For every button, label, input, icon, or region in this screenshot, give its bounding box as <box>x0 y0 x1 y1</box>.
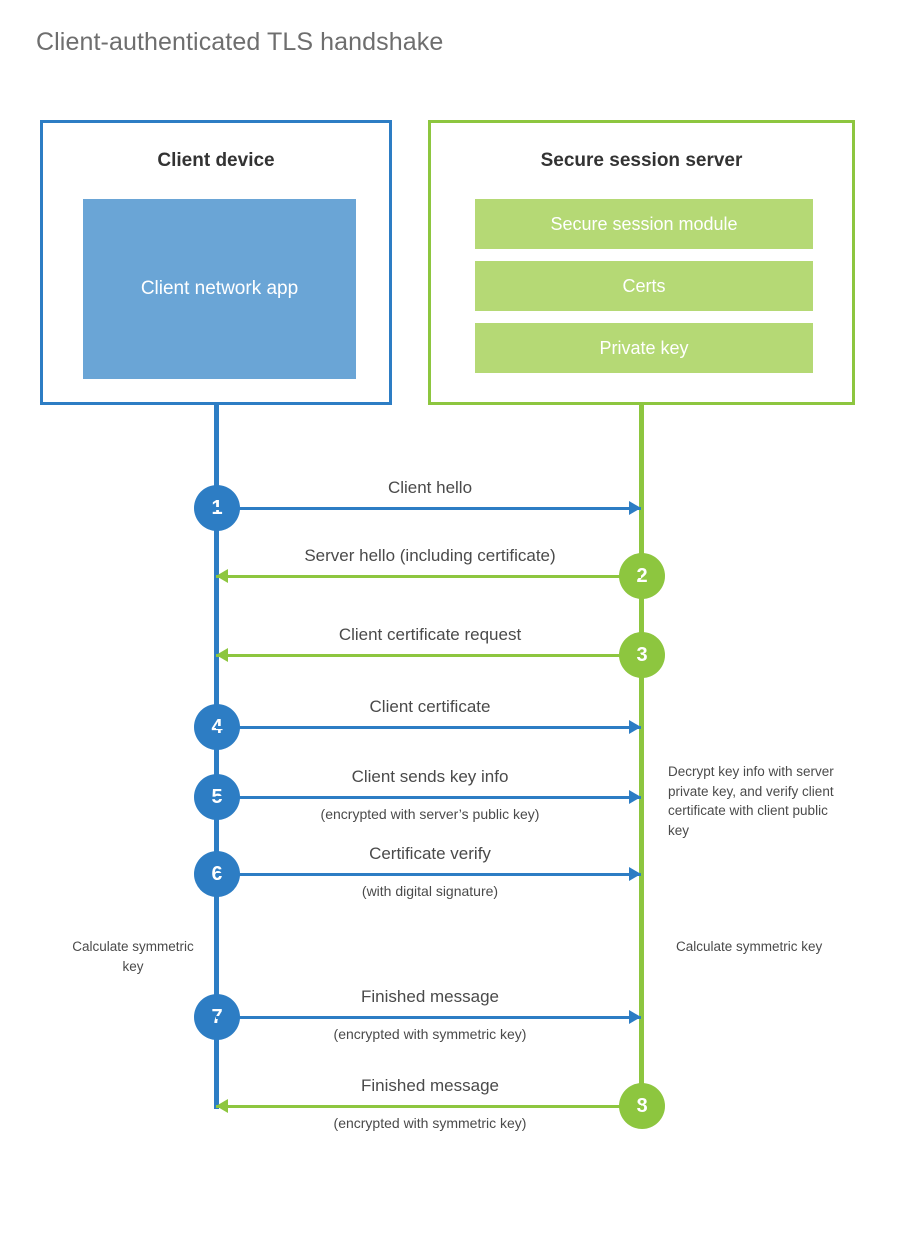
message-arrow-head <box>629 720 641 734</box>
note-decrypt-key-info: Decrypt key info with server private key… <box>668 764 834 838</box>
message-arrow-head <box>629 790 641 804</box>
message-arrow-line <box>216 1105 641 1108</box>
note-calculate-symmetric-key-client: Calculate symmetric key <box>72 939 194 974</box>
client-network-app: Client network app <box>83 199 356 379</box>
message-label: Client certificate <box>369 697 491 716</box>
client-device-title: Client device <box>157 150 275 171</box>
message-arrow-head <box>629 1010 641 1024</box>
client-lifeline <box>214 403 219 1109</box>
message-sublabel: (encrypted with symmetric key) <box>333 1026 527 1042</box>
message-sublabel: (encrypted with symmetric key) <box>333 1115 527 1131</box>
secure-session-server-title: Secure session server <box>540 150 743 171</box>
message-label: Certificate verify <box>369 844 491 863</box>
message-arrow-head <box>216 648 228 662</box>
message-arrow-line <box>216 507 641 510</box>
message-label: Finished message <box>361 1076 499 1095</box>
message-arrow-line <box>216 575 641 578</box>
message-label: Client certificate request <box>338 625 522 644</box>
message-arrow-line <box>216 873 641 876</box>
message-arrow-head <box>216 569 228 583</box>
step-number-badge: 2 <box>619 553 665 599</box>
client-device-box: Client device Client network app <box>40 120 392 405</box>
message-label: Finished message <box>361 987 499 1006</box>
note-calculate-symmetric-key-server: Calculate symmetric key <box>676 939 823 954</box>
secure-session-server-box: Secure session server Secure session mod… <box>428 120 855 405</box>
message-label: Client hello <box>387 478 473 497</box>
message-label: Client sends key info <box>351 767 509 786</box>
message-arrow-head <box>629 501 641 515</box>
message-arrow-line <box>216 1016 641 1019</box>
message-label: Server hello (including certificate) <box>304 546 556 565</box>
message-arrow-line <box>216 726 641 729</box>
server-module-item: Secure session module <box>475 199 813 249</box>
step-number-badge: 8 <box>619 1083 665 1129</box>
message-arrow-head <box>629 867 641 881</box>
message-arrow-line <box>216 796 641 799</box>
message-arrow-line <box>216 654 641 657</box>
server-module-item: Certs <box>475 261 813 311</box>
message-sublabel: (with digital signature) <box>361 883 499 899</box>
page-title: Client-authenticated TLS handshake <box>36 28 444 56</box>
message-sublabel: (encrypted with server’s public key) <box>320 806 540 822</box>
server-lifeline <box>639 403 644 1106</box>
server-modules-list: Secure session module Certs Private key <box>475 199 813 385</box>
message-arrow-head <box>216 1099 228 1113</box>
server-module-item: Private key <box>475 323 813 373</box>
